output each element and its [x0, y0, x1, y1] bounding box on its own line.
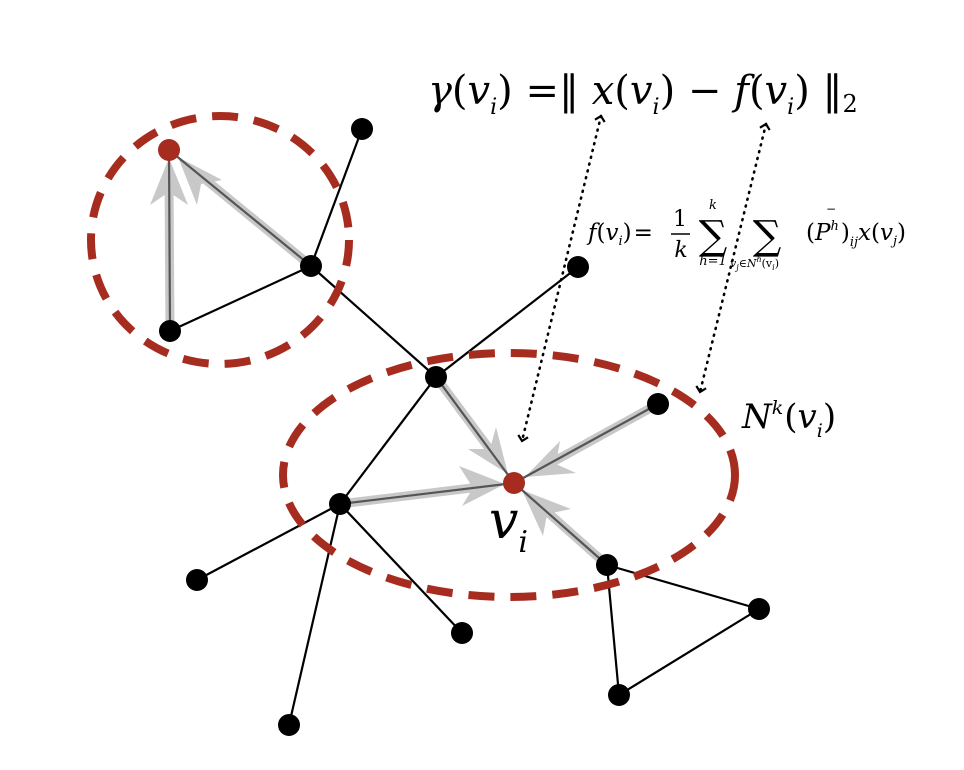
p-bar: −	[826, 202, 836, 216]
highlight-nodes	[158, 139, 525, 494]
edge	[606, 563, 760, 611]
dotted-link-x	[517, 114, 606, 443]
edge	[169, 265, 312, 332]
node	[748, 598, 770, 620]
neighborhood-label: Nk(vi)	[741, 397, 836, 442]
flow-arrow	[339, 466, 515, 509]
center-node-label: vi	[489, 491, 528, 560]
flow-arrow	[150, 149, 188, 332]
sum-symbol-v: ∑	[753, 213, 782, 259]
sum-symbol-h: ∑	[699, 213, 728, 259]
top-neighborhood-ellipse	[87, 112, 353, 368]
node	[159, 320, 181, 342]
flow-arrow	[513, 400, 661, 484]
edge	[339, 376, 437, 505]
svg-text:vj∈Nh(vi): vj∈Nh(vi)	[730, 255, 779, 272]
svg-text:(Ph)ijx(vj): (Ph)ijx(vj)	[806, 219, 906, 250]
edge	[618, 608, 760, 696]
flow-arrow	[168, 149, 314, 270]
node	[351, 118, 373, 140]
node	[278, 714, 300, 736]
edge	[339, 503, 463, 634]
node	[300, 255, 322, 277]
svg-text:h=1: h=1	[699, 254, 727, 269]
edge	[309, 128, 364, 267]
flow-arrow	[432, 374, 515, 484]
svg-text:k: k	[709, 198, 717, 213]
center-neighborhood-ellipse	[279, 349, 739, 601]
dotted-links	[517, 114, 771, 443]
node	[647, 393, 669, 415]
gamma-equation: γ(vi) =‖ x(vi) − f(vi) ‖2	[428, 68, 858, 120]
edge	[435, 266, 579, 378]
node	[451, 622, 473, 644]
edge	[310, 265, 437, 378]
nodes	[159, 118, 770, 736]
f-equation: f(vi)= 1 k ∑ k h=1 ∑ vj∈Nh(vi) (Ph)ijx(v…	[586, 198, 906, 272]
frac-denominator: k	[674, 238, 687, 263]
node	[596, 554, 618, 576]
frac-numerator: 1	[673, 207, 687, 232]
node	[186, 569, 208, 591]
flow-arrow	[513, 482, 610, 569]
node	[608, 684, 630, 706]
dashed-regions	[87, 112, 739, 601]
node	[567, 256, 589, 278]
edge	[287, 503, 342, 726]
edge	[196, 503, 341, 581]
node	[425, 366, 447, 388]
node	[329, 493, 351, 515]
dotted-link-f	[695, 122, 771, 394]
highlight-node-center	[503, 472, 525, 494]
flow-arrows	[150, 149, 661, 569]
svg-text:f(vi)=: f(vi)=	[586, 220, 653, 249]
highlight-node-top	[158, 139, 180, 161]
